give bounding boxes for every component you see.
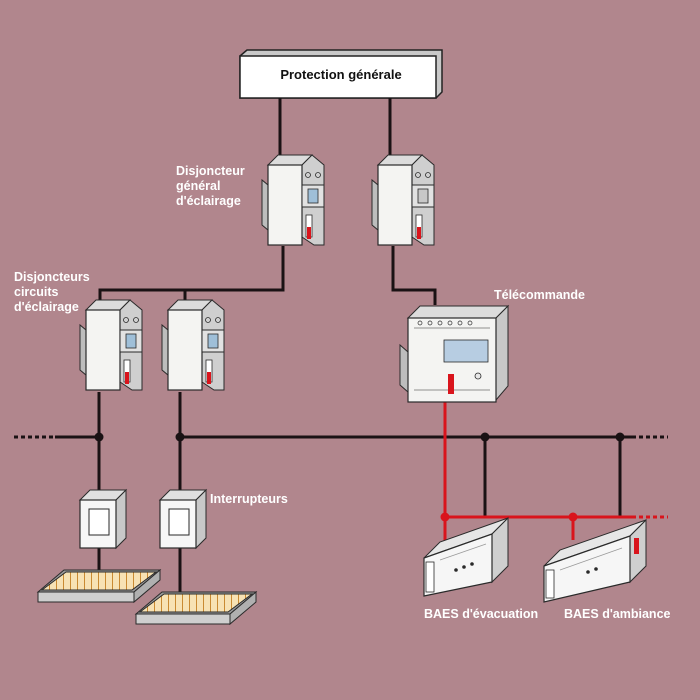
- light-switch-1: [78, 488, 128, 550]
- light-switch-2: [158, 488, 208, 550]
- baes-ambiance-unit: [543, 518, 647, 603]
- baes-ambiance-label: BAES d'ambiance: [564, 607, 671, 621]
- circuit-breakers-label-line-2: circuits: [14, 285, 59, 299]
- circuit-breaker-2: [161, 299, 225, 391]
- circuit-breakers-label-line-3: d'éclairage: [14, 300, 79, 314]
- remote-control-unit: [399, 304, 510, 403]
- light-fixture-1: [36, 568, 162, 604]
- junction-dots: [94, 432, 625, 442]
- interrupteurs-label: Interrupteurs: [210, 492, 288, 506]
- baes-evacuation-label: BAES d'évacuation: [424, 607, 539, 621]
- main-breaker-label-line-2: général: [176, 179, 221, 193]
- telecommande-label: Télécommande: [494, 288, 586, 302]
- light-fixture-2: [134, 590, 258, 626]
- general-protection-box: [239, 49, 443, 99]
- protection-generale-label: Protection générale: [280, 66, 402, 82]
- remote-control-breaker: [371, 154, 435, 246]
- control-junction-dots: [440, 512, 578, 522]
- circuit-breaker-1: [79, 299, 143, 391]
- main-lighting-breaker: [261, 154, 325, 246]
- circuit-breakers-label-line-1: Disjoncteurs: [14, 270, 90, 284]
- main-breaker-label-line-3: d'éclairage: [176, 194, 241, 208]
- main-breaker-label: Disjoncteur général d'éclairage: [176, 164, 245, 209]
- main-breaker-label-line-1: Disjoncteur: [176, 164, 245, 178]
- baes-evacuation-unit: [423, 516, 509, 597]
- circuit-breakers-label: Disjoncteurs circuits d'éclairage: [14, 270, 90, 315]
